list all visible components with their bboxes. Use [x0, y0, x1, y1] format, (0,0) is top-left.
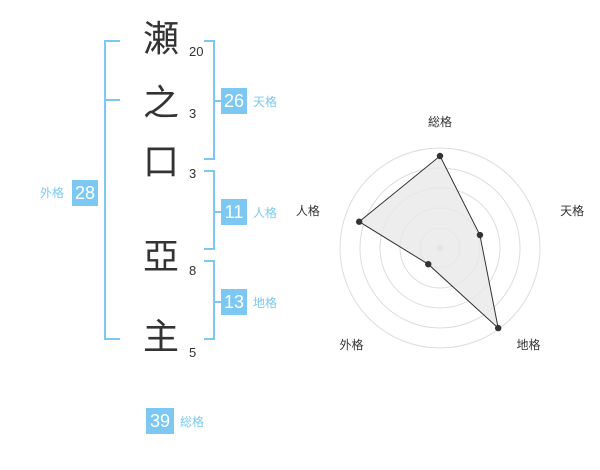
- stroke-count-3: 3: [189, 166, 197, 181]
- chikaku-bracket-tick: [213, 301, 221, 303]
- radar-point-4: [425, 260, 432, 268]
- jinkaku-bracket: [213, 170, 215, 250]
- radar-axis-label-1: 総格: [428, 114, 452, 129]
- stroke-count-4: 8: [189, 263, 197, 278]
- gaikaku-bracket-top: [104, 40, 120, 42]
- chikaku-label: 地格: [253, 296, 278, 310]
- jinkaku-value: 11: [221, 199, 247, 225]
- chikaku-bracket: [213, 260, 215, 340]
- radar-axis-label-3: 地格: [517, 337, 541, 352]
- tenkaku-label: 天格: [253, 95, 278, 109]
- gaikaku-bracket: [104, 40, 106, 340]
- tenkaku-bracket-bottom: [204, 158, 215, 160]
- soukaku-value: 39: [146, 408, 174, 434]
- radar-axis-label-2: 天格: [560, 203, 584, 218]
- chikaku-bracket-top: [204, 260, 215, 262]
- gaikaku-bracket-mid: [104, 99, 120, 101]
- name-char-3: 口: [142, 142, 179, 183]
- gaikaku-bracket-bottom: [104, 338, 120, 340]
- radar-polygon: [358, 155, 499, 330]
- gaikaku-label: 外格: [40, 186, 65, 200]
- radar-axis-label-4: 外格: [339, 337, 363, 352]
- radar-point-3: [494, 324, 502, 332]
- soukaku-label: 総格: [180, 415, 205, 429]
- stroke-count-5: 5: [189, 345, 197, 360]
- radar-point-2: [476, 231, 484, 239]
- tenkaku-bracket-tick: [213, 100, 221, 102]
- name-char-2: 之: [142, 83, 179, 124]
- stroke-count-2: 3: [189, 106, 197, 121]
- gaikaku-value: 28: [72, 180, 98, 206]
- jinkaku-bracket-tick: [213, 211, 221, 213]
- name-char-4: 亞: [142, 237, 179, 278]
- chikaku-value: 13: [221, 289, 247, 315]
- tenkaku-value: 26: [221, 88, 247, 114]
- tenkaku-bracket-top: [204, 40, 215, 42]
- radar-point-5: [355, 218, 363, 225]
- radar-point-1: [436, 152, 444, 160]
- name-char-1: 瀬: [142, 19, 179, 60]
- chikaku-bracket-bottom: [204, 338, 215, 340]
- jinkaku-bracket-bottom: [204, 248, 215, 250]
- jinkaku-bracket-top: [204, 170, 215, 172]
- radar-axis-label-5: 人格: [296, 203, 320, 218]
- jinkaku-label: 人格: [253, 206, 278, 220]
- radar-ring-5: [339, 147, 541, 349]
- stroke-count-1: 20: [189, 44, 204, 59]
- name-char-5: 主: [142, 317, 179, 358]
